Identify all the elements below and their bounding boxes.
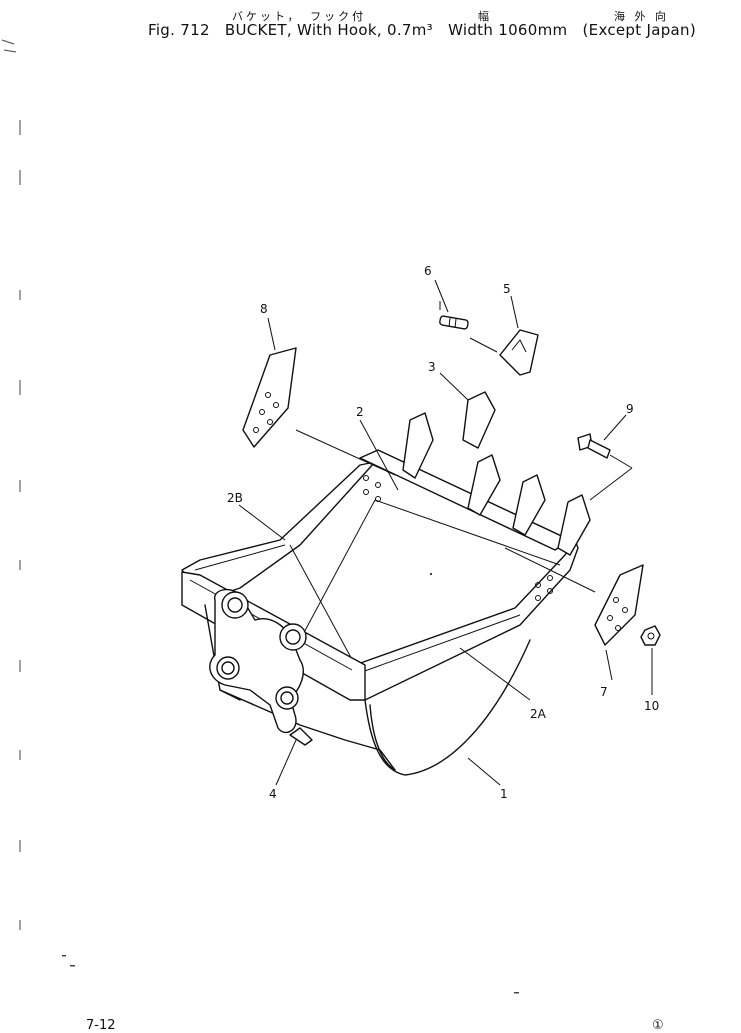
bolt — [577, 433, 611, 459]
title-jp-width: 幅 — [478, 10, 492, 23]
scan-specks — [62, 573, 519, 994]
title-jp-except: 海 外 向 — [614, 10, 669, 23]
side-cutter-right — [594, 564, 644, 646]
bucket-tip — [499, 329, 539, 376]
part-callouts: 1 2 2A 2B 3 4 5 6 7 8 9 10 — [227, 264, 659, 801]
callout-2: 2 — [356, 405, 364, 419]
page-number: 7-12 — [86, 1018, 116, 1033]
cutting-edge-bolts — [363, 475, 553, 601]
side-cutter-left — [242, 347, 297, 448]
drawing-code: ① — [652, 1018, 664, 1033]
callout-1: 1 — [500, 787, 508, 801]
leader-lines — [238, 279, 653, 786]
tooth-adapters — [402, 391, 591, 556]
callout-9: 9 — [626, 402, 634, 416]
figure-number: Fig. 712 — [148, 21, 210, 39]
callout-6: 6 — [424, 264, 432, 278]
tooth-pin — [439, 315, 469, 330]
figure-region: (Except Japan) — [582, 21, 696, 39]
hook-bracket — [209, 588, 313, 746]
callout-7: 7 — [600, 685, 608, 699]
callout-8: 8 — [260, 302, 268, 316]
figure-width: Width 1060mm — [448, 21, 568, 39]
figure-description: BUCKET, With Hook, 0.7m³ — [224, 21, 433, 39]
callout-4: 4 — [269, 787, 277, 801]
callout-10: 10 — [644, 699, 659, 713]
title-jp-bucket: バケット， フック付 — [232, 10, 367, 23]
figure-title: Fig. 712 BUCKET, With Hook, 0.7m³ Width … — [148, 21, 706, 39]
callout-5: 5 — [503, 282, 511, 296]
callout-2a: 2A — [530, 707, 547, 721]
nut — [640, 625, 661, 646]
callout-2b: 2B — [227, 491, 243, 505]
callout-3: 3 — [428, 360, 436, 374]
scan-margin-marks — [1, 39, 21, 930]
